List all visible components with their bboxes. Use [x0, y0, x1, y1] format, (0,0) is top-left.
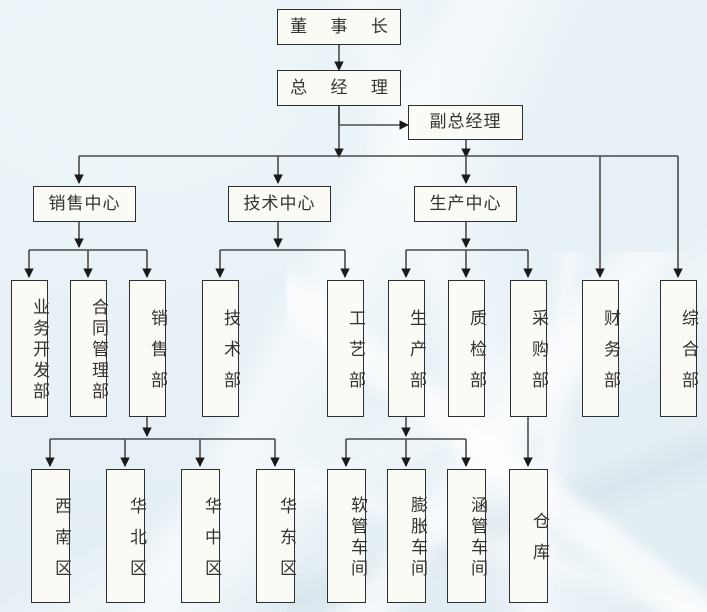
- node-hose-workshop[interactable]: 软管车间: [327, 469, 367, 603]
- node-finance-dept[interactable]: 财务部: [582, 280, 620, 417]
- node-contract-management-dept[interactable]: 合同管理部: [70, 280, 108, 417]
- node-production-dept[interactable]: 生产部: [388, 280, 426, 417]
- node-central-china-region[interactable]: 华中区: [181, 469, 221, 603]
- node-sales-dept[interactable]: 销售部: [129, 280, 167, 417]
- node-southwest-region[interactable]: 西南区: [31, 469, 71, 603]
- node-purchasing-dept[interactable]: 采购部: [510, 280, 548, 417]
- node-general-manager[interactable]: 总 经 理: [277, 70, 401, 106]
- node-north-china-region[interactable]: 华北区: [106, 469, 146, 603]
- node-production-center[interactable]: 生产中心: [414, 186, 517, 222]
- node-technology-dept[interactable]: 技术部: [202, 280, 240, 417]
- node-business-development-dept[interactable]: 业务开发部: [11, 280, 49, 417]
- node-culvert-pipe-workshop[interactable]: 涵管车间: [447, 469, 487, 603]
- node-warehouse[interactable]: 仓库: [509, 469, 549, 603]
- node-chairman[interactable]: 董 事 长: [277, 9, 401, 45]
- node-deputy-general-manager[interactable]: 副总经理: [408, 105, 523, 140]
- node-expansion-workshop[interactable]: 膨胀车间: [387, 469, 427, 603]
- edge-gm-to-deputy: [338, 106, 409, 130]
- node-east-china-region[interactable]: 华东区: [256, 469, 296, 603]
- node-quality-inspection-dept[interactable]: 质检部: [448, 280, 486, 417]
- node-process-dept[interactable]: 工艺部: [327, 280, 365, 417]
- node-general-affairs-dept[interactable]: 综合部: [660, 280, 698, 417]
- node-sales-center[interactable]: 销售中心: [33, 186, 136, 222]
- node-technology-center[interactable]: 技术中心: [228, 186, 331, 222]
